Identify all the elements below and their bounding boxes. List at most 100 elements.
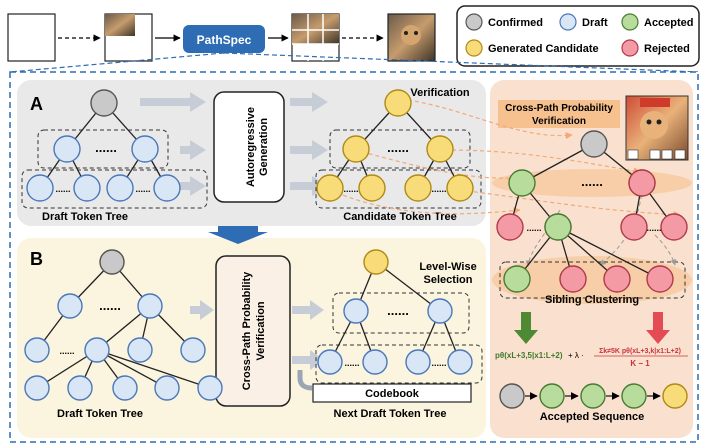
- accepted-swatch: [621, 13, 639, 31]
- a-draft-tree-label: Draft Token Tree: [42, 211, 128, 223]
- legend-confirmed: Confirmed: [488, 17, 543, 29]
- legend-accepted: Accepted: [644, 17, 694, 29]
- ellipsis: ......: [343, 184, 358, 194]
- legend-generated-candidate: Generated Candidate: [488, 43, 599, 55]
- ellipsis: ......: [95, 140, 117, 155]
- panel-b-letter: B: [30, 249, 43, 269]
- draft-node: [106, 174, 134, 202]
- tree-edge: [557, 226, 661, 280]
- formula-denominator: K − 1: [630, 359, 650, 368]
- candidate-node: [316, 174, 344, 202]
- ellipsis: ......: [387, 140, 409, 155]
- draft-node: [26, 174, 54, 202]
- ellipses: ........................................…: [55, 140, 661, 368]
- draft-node: [180, 337, 206, 363]
- ellipsis: ......: [387, 303, 409, 318]
- candidate-node: [358, 174, 386, 202]
- image-frame-empty: [7, 13, 56, 62]
- sequence-accepted-node: [621, 383, 647, 409]
- legend-draft: Draft: [582, 17, 608, 29]
- cross-path-verification-box: [215, 255, 291, 407]
- draft-node: [24, 375, 50, 401]
- formula-plus: + λ ·: [568, 351, 584, 360]
- tree-edge: [96, 349, 168, 389]
- rejected-node: [646, 265, 674, 293]
- draft-node: [127, 337, 153, 363]
- rejected-node: [559, 265, 587, 293]
- confirmed-root-node: [90, 89, 118, 117]
- ar-box-line2: Generation: [258, 118, 270, 176]
- autoregressive-generation-box: [213, 91, 285, 203]
- b-next-tree-label: Next Draft Token Tree: [334, 408, 447, 420]
- ellipsis: ......: [581, 174, 603, 189]
- a-candidate-tree-label: Candidate Token Tree: [343, 211, 457, 223]
- candidate-node: [426, 135, 454, 163]
- draft-node: [57, 293, 83, 319]
- codebook-box: [312, 383, 472, 403]
- draft-node: [24, 337, 50, 363]
- ellipsis: ......: [59, 346, 74, 356]
- tree-edge: [375, 261, 441, 312]
- rejected-node: [628, 169, 656, 197]
- confirmed-swatch: [465, 13, 483, 31]
- ar-box-line1: Autoregressive: [245, 107, 257, 187]
- draft-node: [154, 375, 180, 401]
- accept-arrow: [514, 312, 538, 344]
- level-wise-line2: Selection: [424, 274, 473, 286]
- sequence-accepted-node: [539, 383, 565, 409]
- formula: pθ(xL+3,5|x1:L+2) + λ · Σk≠5K pθ(xL+3,k|…: [495, 348, 688, 368]
- pathspec-button: [183, 25, 265, 53]
- legend-rejected: Rejected: [644, 43, 690, 55]
- cpv-box-line2: Verification: [255, 301, 267, 361]
- candidate-node: [446, 174, 474, 202]
- ellipsis: ......: [526, 223, 541, 233]
- draft-node: [153, 174, 181, 202]
- confirmed-root-node: [99, 249, 125, 275]
- sequence-accepted-node: [580, 383, 606, 409]
- formula-left: pθ(xL+3,5|x1:L+2): [495, 351, 563, 360]
- reject-arrow: [646, 312, 670, 344]
- draft-node: [197, 375, 223, 401]
- rejected-node: [496, 213, 524, 241]
- draft-node: [405, 349, 431, 375]
- right-title-line1: Cross-Path Probability: [505, 103, 613, 114]
- right-title-box: [498, 100, 620, 128]
- rejected-node: [620, 213, 648, 241]
- draft-node: [112, 375, 138, 401]
- tree-edge: [96, 349, 211, 389]
- ellipsis: ......: [135, 184, 150, 194]
- image-partial-content: [105, 14, 135, 36]
- a-to-b-arrow: [208, 226, 268, 244]
- candidate-swatch: [465, 39, 483, 57]
- accepted-node: [503, 265, 531, 293]
- candidate-node: [342, 135, 370, 163]
- legend-box: [456, 5, 700, 67]
- candidate-root-node: [384, 89, 412, 117]
- pathspec-label: PathSpec: [197, 33, 252, 47]
- b-draft-tree-label: Draft Token Tree: [57, 408, 143, 420]
- ellipsis: ......: [55, 184, 70, 194]
- sequence-candidate-node: [662, 383, 688, 409]
- confirmed-root-node: [580, 130, 608, 158]
- level-wise-line1: Level-Wise: [419, 261, 476, 273]
- accepted-node: [508, 169, 536, 197]
- verification-connectors: [329, 99, 681, 219]
- draft-node: [427, 298, 453, 324]
- codebook-label: Codebook: [365, 388, 420, 400]
- rejected-swatch: [621, 39, 639, 57]
- right-title-line2: Verification: [532, 116, 586, 127]
- ellipsis: ......: [431, 184, 446, 194]
- accepted-sequence-label: Accepted Sequence: [540, 411, 645, 423]
- accepted-node: [544, 213, 572, 241]
- cpv-box-line1: Cross-Path Probability: [241, 271, 253, 390]
- candidate-root-node: [363, 249, 389, 275]
- selection-boxes: [21, 129, 686, 384]
- ellipsis: ......: [431, 358, 446, 368]
- draft-node: [67, 375, 93, 401]
- draft-node: [317, 349, 343, 375]
- draft-node: [73, 174, 101, 202]
- sibling-clustering-label: Sibling Clustering: [545, 294, 639, 306]
- draft-node: [362, 349, 388, 375]
